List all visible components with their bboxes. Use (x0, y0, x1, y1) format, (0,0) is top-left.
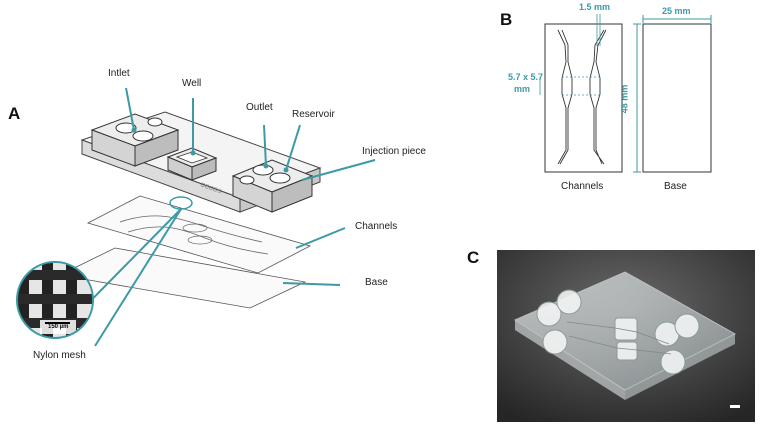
leader-base (282, 282, 341, 286)
well-opening (175, 151, 209, 164)
leader-dot-well (190, 150, 196, 156)
panel-b-letter: B (500, 10, 513, 29)
channels-outline (544, 23, 623, 173)
well-side (191, 157, 217, 181)
label-base: Base (365, 277, 388, 288)
leader-dot-inlet (131, 127, 137, 133)
outlet-hole-2 (269, 172, 291, 184)
channel-dimension-drawing (539, 14, 712, 173)
mesh-zoom-marker (169, 196, 193, 210)
leader-mesh-2 (94, 208, 182, 347)
leader-dot-reservoir (283, 167, 289, 173)
outlet-hole-3 (239, 175, 255, 185)
label-well: Well (182, 78, 202, 89)
photo-port-1 (536, 301, 562, 327)
leader-reservoir (285, 124, 301, 171)
channels-sheet (86, 195, 312, 274)
photo-well-2 (616, 341, 638, 361)
panel-c-letter: C (467, 248, 480, 267)
label-channels: Channels (355, 221, 398, 232)
photo-port-3 (542, 329, 568, 355)
leader-outlet (263, 124, 267, 167)
nylon-mesh-inset-border (16, 261, 94, 339)
photo-port-5 (674, 313, 700, 339)
panel-a-letter: A (8, 104, 21, 123)
inlet-hole-3 (147, 117, 163, 127)
nylon-mesh-inset (17, 262, 93, 338)
label-outlet: Outlet (246, 102, 273, 113)
leader-channels (295, 227, 346, 249)
channel-well-1 (182, 223, 208, 233)
dim-base-height: 48 mm (619, 84, 630, 114)
outlet-block-side (271, 175, 313, 213)
exploded-device-diagram: OCCOS (16, 87, 376, 347)
channel-path-1 (119, 215, 263, 243)
outlet-hole-1 (252, 164, 274, 176)
inlet-hole-1 (115, 122, 137, 134)
device-edge (515, 320, 625, 400)
photo-scale-bar (730, 405, 740, 408)
base-sheet (58, 247, 307, 309)
dim-channel-width: 1.5 mm (579, 2, 611, 12)
base-outline (642, 23, 712, 173)
channel-path-2 (127, 226, 269, 255)
channel-well-2 (187, 235, 213, 245)
photo-channel-1 (566, 321, 670, 345)
caption-base: Base (664, 181, 687, 192)
label-reservoir: Reservoir (292, 109, 335, 120)
inlet-block-side (134, 129, 179, 167)
leader-injection-piece (301, 159, 376, 181)
channel-right (589, 29, 607, 165)
dim-base-width: 25 mm (662, 6, 691, 16)
device-photo (497, 250, 755, 422)
mesh-scale-label: 150 µm (48, 324, 69, 330)
photo-port-6 (660, 349, 686, 375)
photo-channel-2 (568, 335, 672, 355)
leader-inlet (125, 87, 135, 131)
photo-port-2 (556, 289, 582, 315)
label-nylon-mesh: Nylon mesh (33, 350, 86, 361)
dim-well-size-line2: mm (514, 84, 531, 94)
label-injection-piece: Injection piece (362, 146, 426, 157)
inlet-hole-2 (132, 130, 154, 142)
dim-well-size-line1: 5.7 x 5.7 (508, 72, 544, 82)
channel-left (557, 29, 573, 165)
leader-dot-outlet (263, 163, 269, 169)
photo-well (614, 317, 638, 341)
caption-channels: Channels (561, 181, 604, 192)
label-inlet: Intlet (108, 68, 130, 79)
